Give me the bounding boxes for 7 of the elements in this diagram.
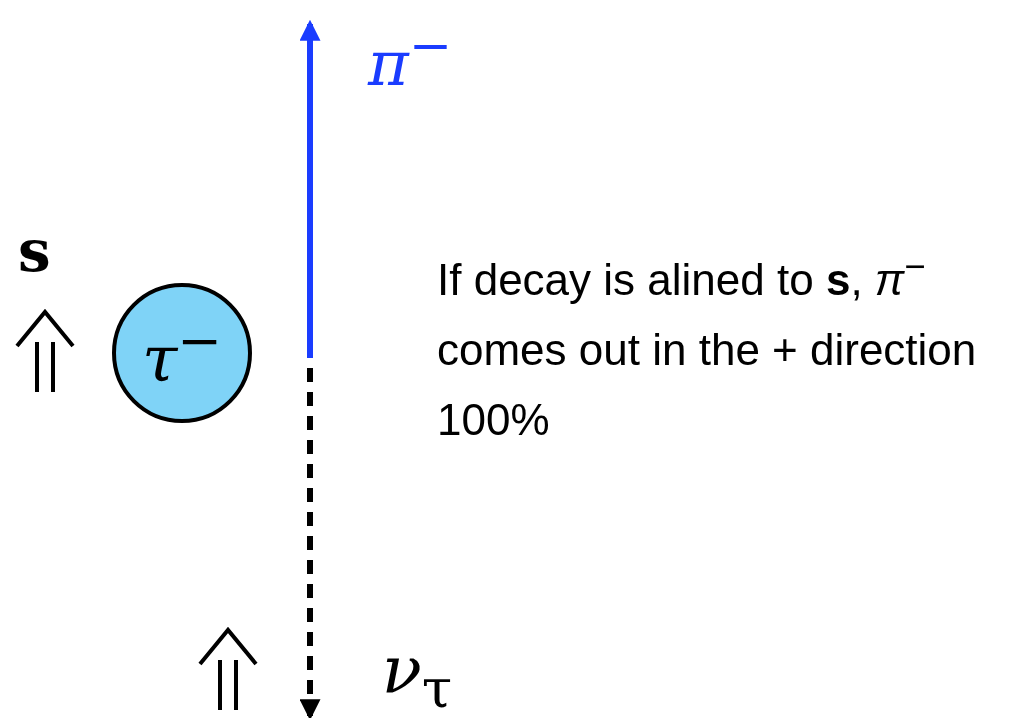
arrow (299, 368, 321, 718)
spin-label: s (18, 220, 52, 284)
note-text: If decay is alined to s, π$^{−}$ comes out in the + direction 100% (437, 245, 978, 447)
particle-label: ν$_{τ}$ (362, 638, 472, 716)
particle-label: π$^{−}$ (365, 22, 455, 92)
arrow (299, 19, 321, 358)
particle-circle: τ$^{−}$ (112, 283, 252, 423)
